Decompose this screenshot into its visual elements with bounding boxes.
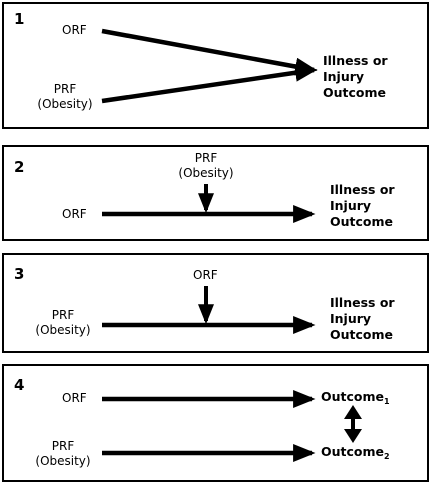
panel-number: 3 [14,265,25,283]
obesity-text: (Obesity) [35,323,91,337]
orf-label: ORF [62,391,87,405]
prf-text: PRF [53,82,77,96]
prf-text: PRF [194,151,218,165]
outcome-line: Injury [330,198,372,213]
outcome-line: Outcome [330,327,394,342]
outcome-word: Outcome [321,389,385,404]
arrow-prf-to-outcome [101,63,318,104]
prf-text: PRF [51,308,75,322]
subscript: 2 [384,452,390,461]
outcome-label: Illness or Injury Outcome [330,295,395,343]
obesity-text: (Obesity) [35,454,91,468]
outcome-line: Illness or [330,295,395,310]
orf-label: ORF [62,207,87,221]
prf-label: PRF (Obesity) [28,439,98,469]
outcome-label: Illness or Injury Outcome [330,182,395,230]
arrow-orf-to-outcome [101,28,318,76]
prf-label: PRF (Obesity) [30,82,100,112]
outcome-line: Outcome [323,85,387,100]
panel-number: 4 [14,376,25,394]
outcome-1-label: Outcome1 [321,389,390,410]
outcome-line: Outcome [330,214,394,229]
outcome-label: Illness or Injury Outcome [323,53,388,101]
prf-label: PRF (Obesity) [28,308,98,338]
panel-3 [2,253,429,353]
orf-label: ORF [193,268,218,282]
obesity-text: (Obesity) [178,166,234,180]
panel-1 [2,2,429,129]
outcome-line: Illness or [323,53,388,68]
double-arrow-head-down [344,429,362,443]
double-arrow-head-up [344,405,362,419]
orf-label: ORF [62,23,87,37]
outcome-line: Illness or [330,182,395,197]
subscript: 1 [384,397,390,406]
panel-number: 2 [14,158,25,176]
prf-text: PRF [51,439,75,453]
panel-4 [2,364,429,482]
outcome-line: Injury [323,69,365,84]
outcome-line: Injury [330,311,372,326]
panel-2 [2,145,429,241]
outcome-word: Outcome [321,444,385,459]
obesity-text: (Obesity) [37,97,93,111]
panel-number: 1 [14,10,25,28]
outcome-2-label: Outcome2 [321,444,390,465]
prf-label: PRF (Obesity) [171,151,241,181]
